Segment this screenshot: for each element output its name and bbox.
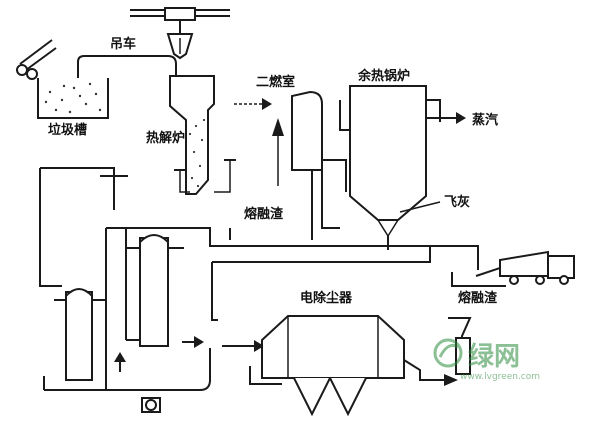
fly-ash-leader — [399, 201, 441, 213]
garbage-bin — [37, 78, 109, 119]
crane-assembly — [130, 7, 230, 60]
label-steam: 蒸汽 — [472, 112, 498, 128]
crane-feed-path — [77, 55, 177, 78]
label-waste-heat-boiler: 余热锅炉 — [357, 68, 410, 84]
secondary-combustion-chamber — [272, 90, 347, 240]
ash-melting-vessel — [54, 288, 106, 381]
watermark-logo: 绿网 www.lvgreen.com — [433, 338, 540, 382]
blower-icon — [141, 397, 161, 413]
leaf-icon — [433, 338, 463, 368]
label-pyrolysis-furnace: 热解炉 — [146, 130, 185, 146]
label-secondary-combustion: 二燃室 — [256, 74, 295, 90]
electrostatic-precipitator — [261, 315, 405, 417]
gas-to-secondary-arrow — [234, 98, 272, 110]
waste-heat-boiler — [339, 85, 441, 250]
label-fly-ash: 飞灰 — [444, 194, 470, 210]
flow-arrows — [114, 336, 264, 372]
watermark-brand: 绿网 — [468, 342, 520, 372]
melting-furnace — [126, 234, 184, 347]
label-electrostatic-precipitator: 电除尘器 — [300, 290, 353, 306]
label-molten-slag-2: 熔融渣 — [458, 290, 498, 306]
watermark-url: www.lvgreen.com — [460, 372, 540, 382]
pyrolysis-furnace — [169, 75, 236, 195]
label-molten-slag-1: 熔融渣 — [244, 206, 284, 222]
label-garbage-bin: 垃圾槽 — [48, 122, 87, 138]
slag-truck-icon — [499, 250, 575, 285]
watermark: 绿网 www.lvgreen.com — [430, 335, 580, 388]
feed-conveyor — [16, 39, 57, 80]
label-crane: 吊车 — [110, 36, 136, 52]
steam-arrow — [426, 112, 466, 124]
